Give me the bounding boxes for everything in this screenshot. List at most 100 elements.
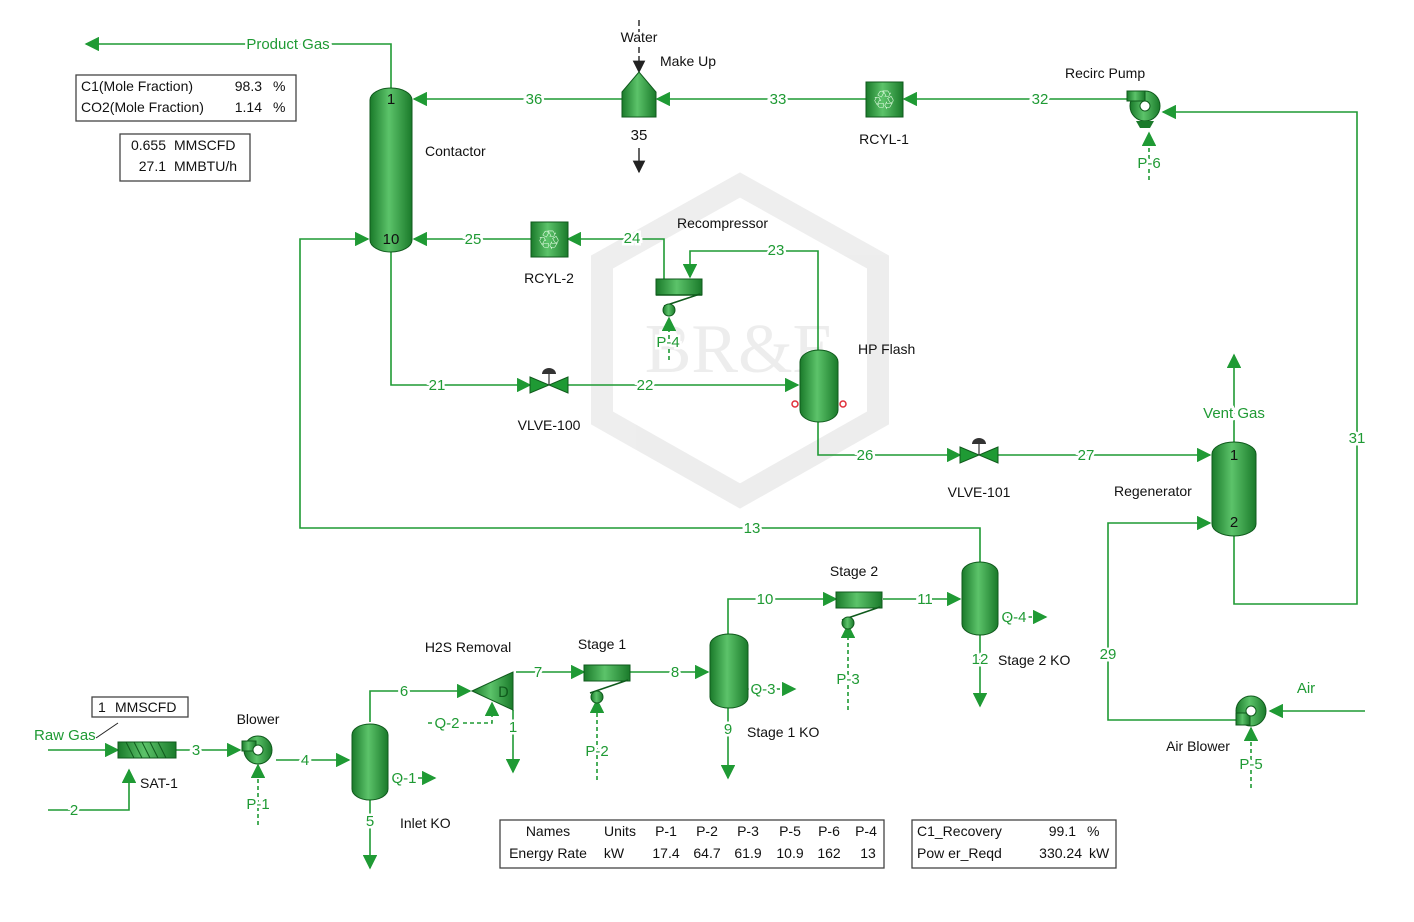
label-air-blower: Air Blower	[1166, 738, 1230, 754]
pg-row2-value: 1.14	[235, 99, 262, 115]
product-gas-table: C1(Mole Fraction) 98.3 % CO2(Mole Fracti…	[75, 74, 297, 122]
stream-label-10: 10	[757, 591, 774, 608]
et-h1: Units	[604, 823, 636, 839]
stream-label-2: 2	[70, 802, 78, 819]
label-water: Water	[621, 29, 658, 45]
energy-label-p3: P-3	[836, 671, 859, 688]
stage2-compressor[interactable]	[835, 591, 883, 630]
stream-label-32: 32	[1032, 91, 1049, 108]
et-r7: 13	[860, 845, 876, 861]
label-vlve101: VLVE-101	[948, 484, 1011, 500]
label-stage1: Stage 1	[578, 636, 626, 652]
stream-label-12: 12	[972, 651, 989, 668]
air-blower[interactable]	[1235, 695, 1267, 727]
stream-label-23: 23	[768, 242, 785, 259]
rcyl1-recycle[interactable]: ♲	[865, 81, 904, 118]
et-h4: P-3	[737, 823, 759, 839]
energy-label-q2: Q-2	[434, 715, 459, 732]
label-regenerator: Regenerator	[1114, 483, 1192, 499]
sum-row1-name: C1_Recovery	[917, 823, 1002, 839]
energy-q2[interactable]	[428, 701, 500, 724]
stream-label-33: 33	[770, 91, 787, 108]
label-inlet-ko: Inlet KO	[400, 815, 451, 831]
stream-label-29: 29	[1100, 646, 1117, 663]
et-r6: 162	[817, 845, 841, 861]
et-r2: 17.4	[652, 845, 679, 861]
raw-gas-flow-box: 1 MMSCFD	[91, 696, 189, 718]
pg-row1-name: C1(Mole Fraction)	[81, 78, 193, 94]
energy-rate-table: Names Units P-1 P-2 P-3 P-5 P-6 P-4 Ener…	[499, 819, 885, 869]
stage1-ko-vessel[interactable]	[709, 633, 749, 709]
pg-row2-unit: %	[273, 99, 285, 115]
stream-product-gas[interactable]	[84, 36, 392, 92]
stream-24[interactable]	[566, 231, 665, 279]
stream-label-22: 22	[637, 377, 654, 394]
sat1-saturator[interactable]	[117, 741, 177, 759]
stream-23[interactable]	[682, 250, 819, 352]
pg-row2-name: CO2(Mole Fraction)	[81, 99, 204, 115]
pf-row2-value: 27.1	[139, 158, 166, 174]
energy-label-p6: P-6	[1137, 155, 1160, 172]
stream-label-6: 6	[400, 683, 408, 700]
vlve101-valve[interactable]	[959, 438, 999, 464]
stream-13[interactable]	[299, 231, 981, 565]
rcyl2-recycle[interactable]: ♲	[530, 221, 569, 258]
label-product-gas: Product Gas	[246, 36, 329, 53]
stream-21[interactable]	[390, 250, 532, 393]
blower[interactable]	[241, 735, 273, 765]
stream-label-35: 35	[631, 127, 648, 144]
pg-row1-value: 98.3	[235, 78, 262, 94]
label-raw-gas: Raw Gas	[34, 727, 96, 744]
stage2-ko-vessel[interactable]	[961, 561, 999, 636]
label-stage2: Stage 2	[830, 563, 878, 579]
stream-label-26: 26	[857, 447, 874, 464]
stream-label-27: 27	[1078, 447, 1095, 464]
stage1-compressor[interactable]	[583, 664, 631, 704]
et-h6: P-6	[818, 823, 840, 839]
label-h2s-removal: H2S Removal	[425, 639, 511, 655]
energy-label-q4: Q-4	[1001, 609, 1026, 626]
h2s-removal-glyph: D	[498, 685, 509, 701]
regen-tray-bottom: 2	[1230, 514, 1238, 531]
label-air: Air	[1297, 680, 1315, 697]
h2s-removal-unit[interactable]: D	[470, 671, 514, 711]
stream-label-13: 13	[744, 520, 761, 537]
inlet-ko-vessel[interactable]	[351, 723, 389, 801]
pf-row1-value: 0.655	[131, 137, 166, 153]
regenerator-column[interactable]	[1211, 441, 1257, 537]
et-h2: P-1	[655, 823, 677, 839]
stream-29[interactable]	[1107, 515, 1236, 721]
label-vent-gas: Vent Gas	[1203, 405, 1265, 422]
stream-label-3: 3	[192, 742, 200, 759]
stream-label-9: 9	[724, 721, 732, 738]
stream-26[interactable]	[817, 422, 962, 463]
recirc-pump[interactable]	[1126, 90, 1161, 128]
vlve100-valve[interactable]	[529, 368, 569, 394]
hp-flash-vessel[interactable]	[791, 349, 847, 423]
label-make-up: Make Up	[660, 53, 716, 69]
label-rcyl2: RCYL-2	[524, 270, 574, 286]
et-r0: Energy Rate	[509, 845, 587, 861]
recompressor[interactable]	[655, 278, 703, 317]
stream-6[interactable]	[369, 683, 472, 722]
stream-2[interactable]	[48, 768, 137, 811]
stream-label-4: 4	[301, 752, 309, 769]
et-r3: 64.7	[693, 845, 720, 861]
contactor-column[interactable]	[369, 87, 413, 253]
stream-31[interactable]	[1161, 104, 1358, 605]
stream-label-31: 31	[1349, 430, 1366, 447]
label-sat1: SAT-1	[140, 775, 178, 791]
summary-table: C1_Recovery 99.1 % Pow er_Reqd 330.24 kW	[911, 819, 1117, 869]
et-h5: P-5	[779, 823, 801, 839]
label-blower: Blower	[237, 711, 280, 727]
make-up-mixer[interactable]	[621, 71, 657, 118]
stream-label-25: 25	[465, 231, 482, 248]
pg-row1-unit: %	[273, 78, 285, 94]
label-contactor: Contactor	[425, 143, 486, 159]
label-stage2-ko: Stage 2 KO	[998, 652, 1070, 668]
label-hp-flash: HP Flash	[858, 341, 915, 357]
energy-label-p4: P-4	[656, 334, 679, 351]
energy-label-p2: P-2	[585, 743, 608, 760]
stream-10[interactable]	[727, 591, 838, 636]
